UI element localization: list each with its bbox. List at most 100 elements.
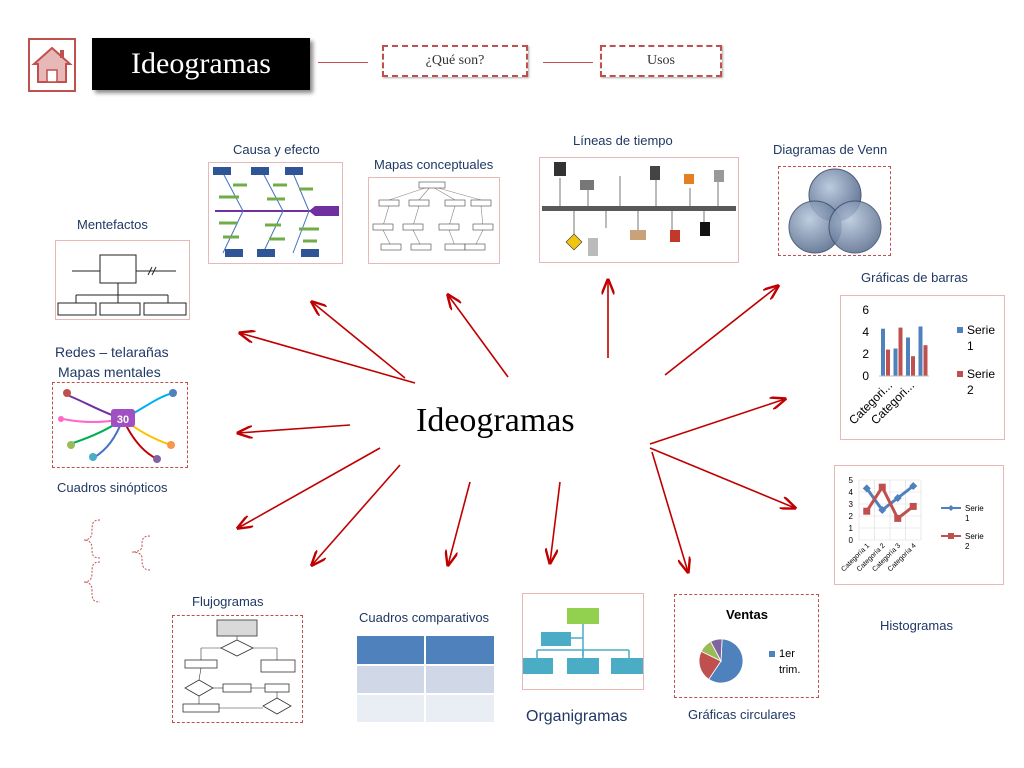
line-point: [878, 483, 886, 491]
label-graficas-barras: Gráficas de barras: [861, 270, 968, 285]
label-mapas-conceptuales: Mapas conceptuales: [374, 157, 494, 172]
mind-map-diagram: 30: [58, 389, 177, 463]
line-legend-label: Serie: [965, 504, 984, 513]
label-venn: Diagramas de Venn: [773, 142, 888, 157]
arrow-to-flujogramas: [312, 464, 401, 565]
pie-slice: [708, 638, 744, 684]
mentefactos-thumb[interactable]: [55, 240, 190, 320]
arrow-to-redes: [238, 424, 351, 433]
arrow-to-mapas-conceptuales: [448, 295, 509, 378]
pie-title: Ventas: [726, 607, 768, 622]
pie-legend-label-1: 1er: [779, 648, 795, 660]
header-connector-2: [543, 62, 593, 63]
que-son-button[interactable]: ¿Qué son?: [382, 45, 528, 77]
concept-map-diagram: [372, 181, 494, 251]
line-legend-marker: [948, 505, 954, 511]
header-title: Ideogramas: [92, 38, 310, 90]
label-mentefactos: Mentefactos: [77, 217, 148, 232]
mapas-mentales-thumb[interactable]: 30: [52, 382, 188, 468]
bar-legend-swatch: [957, 371, 963, 377]
venn-diagram: [788, 168, 882, 254]
label-organigramas: Organigramas: [526, 708, 628, 725]
line-y-tick: 1: [849, 524, 854, 533]
bar-mark: [911, 356, 915, 376]
home-button[interactable]: [28, 38, 76, 92]
label-redes: Redes – telarañas: [55, 344, 169, 360]
arrow-to-barras: [649, 399, 785, 445]
bar-mark: [906, 337, 910, 376]
line-series: [865, 484, 915, 521]
home-icon: [31, 46, 73, 83]
mapas-conceptuales-thumb[interactable]: [368, 177, 500, 264]
bar-legend-label: Serie: [967, 367, 995, 381]
line-point: [894, 514, 902, 522]
mind-map-badge: 30: [117, 414, 129, 426]
bar-mark: [898, 327, 903, 376]
line-point: [909, 482, 918, 490]
organigramas-thumb[interactable]: [522, 593, 644, 690]
bar-y-tick: 4: [862, 325, 869, 339]
timeline-diagram: [542, 162, 736, 256]
label-histogramas: Histogramas: [880, 618, 953, 633]
arrow-to-causa-efecto: [312, 302, 406, 379]
bar-mark: [886, 349, 890, 376]
arrow-to-organigramas: [550, 481, 561, 563]
line-y-tick: 3: [849, 500, 854, 509]
bar-y-tick: 0: [862, 369, 869, 383]
flowchart-diagram: [182, 619, 296, 715]
line-point: [909, 502, 917, 510]
pie-legend-swatch: [769, 651, 775, 657]
bar-legend-label: Serie: [967, 323, 995, 337]
bar-mark: [881, 328, 885, 376]
bar-mark: [918, 326, 923, 376]
line-point: [863, 507, 871, 515]
header-connector-1: [318, 62, 368, 63]
label-mapas-mentales: Mapas mentales: [58, 364, 161, 380]
bar-legend-label: 2: [967, 383, 974, 397]
bar-y-tick: 2: [862, 347, 869, 361]
label-cuadros-comparativos: Cuadros comparativos: [359, 610, 490, 625]
mentefacto-diagram: [57, 254, 187, 316]
causa-efecto-thumb[interactable]: [208, 162, 343, 264]
line-y-tick: 5: [849, 476, 854, 485]
lineas-tiempo-thumb[interactable]: [539, 157, 739, 263]
line-legend-label: 2: [965, 542, 970, 551]
pie-legend-label-2: trim.: [779, 664, 800, 676]
center-title: Ideogramas: [416, 402, 575, 439]
usos-button[interactable]: Usos: [600, 45, 722, 77]
cuadros-comparativos-thumb[interactable]: [357, 636, 494, 722]
label-graficas-circulares: Gráficas circulares: [688, 707, 796, 722]
label-lineas-tiempo: Líneas de tiempo: [573, 133, 673, 148]
line-legend-marker: [948, 533, 954, 539]
arrow-to-circulares: [651, 451, 688, 572]
arrow-to-histogramas: [649, 447, 795, 508]
bar-legend-label: 1: [967, 339, 974, 353]
bar-legend-swatch: [957, 327, 963, 333]
pie-chart-thumb[interactable]: Ventas 1er trim.: [674, 594, 819, 698]
venn-thumb[interactable]: [778, 166, 891, 256]
line-legend-label: 1: [965, 514, 970, 523]
line-point: [878, 506, 887, 514]
org-chart-diagram: [523, 608, 643, 674]
pie-slice: [710, 638, 723, 663]
line-y-tick: 4: [849, 488, 854, 497]
label-flujogramas: Flujogramas: [192, 594, 264, 609]
bar-mark: [893, 348, 898, 376]
line-point: [893, 494, 902, 502]
pie-chart: Ventas 1er trim.: [698, 607, 800, 684]
line-y-tick: 2: [849, 512, 854, 521]
arrow-to-mentefactos: [240, 333, 416, 384]
arrow-to-comparativos: [448, 481, 471, 565]
label-causa-efecto: Causa y efecto: [233, 142, 320, 157]
bar-y-tick: 6: [862, 303, 869, 317]
flujogramas-thumb[interactable]: [172, 615, 303, 723]
arrow-to-sinopticos: [238, 447, 381, 528]
line-y-tick: 0: [849, 536, 854, 545]
line-point: [862, 484, 871, 493]
cuadros-sinopticos-thumb[interactable]: [70, 516, 160, 608]
